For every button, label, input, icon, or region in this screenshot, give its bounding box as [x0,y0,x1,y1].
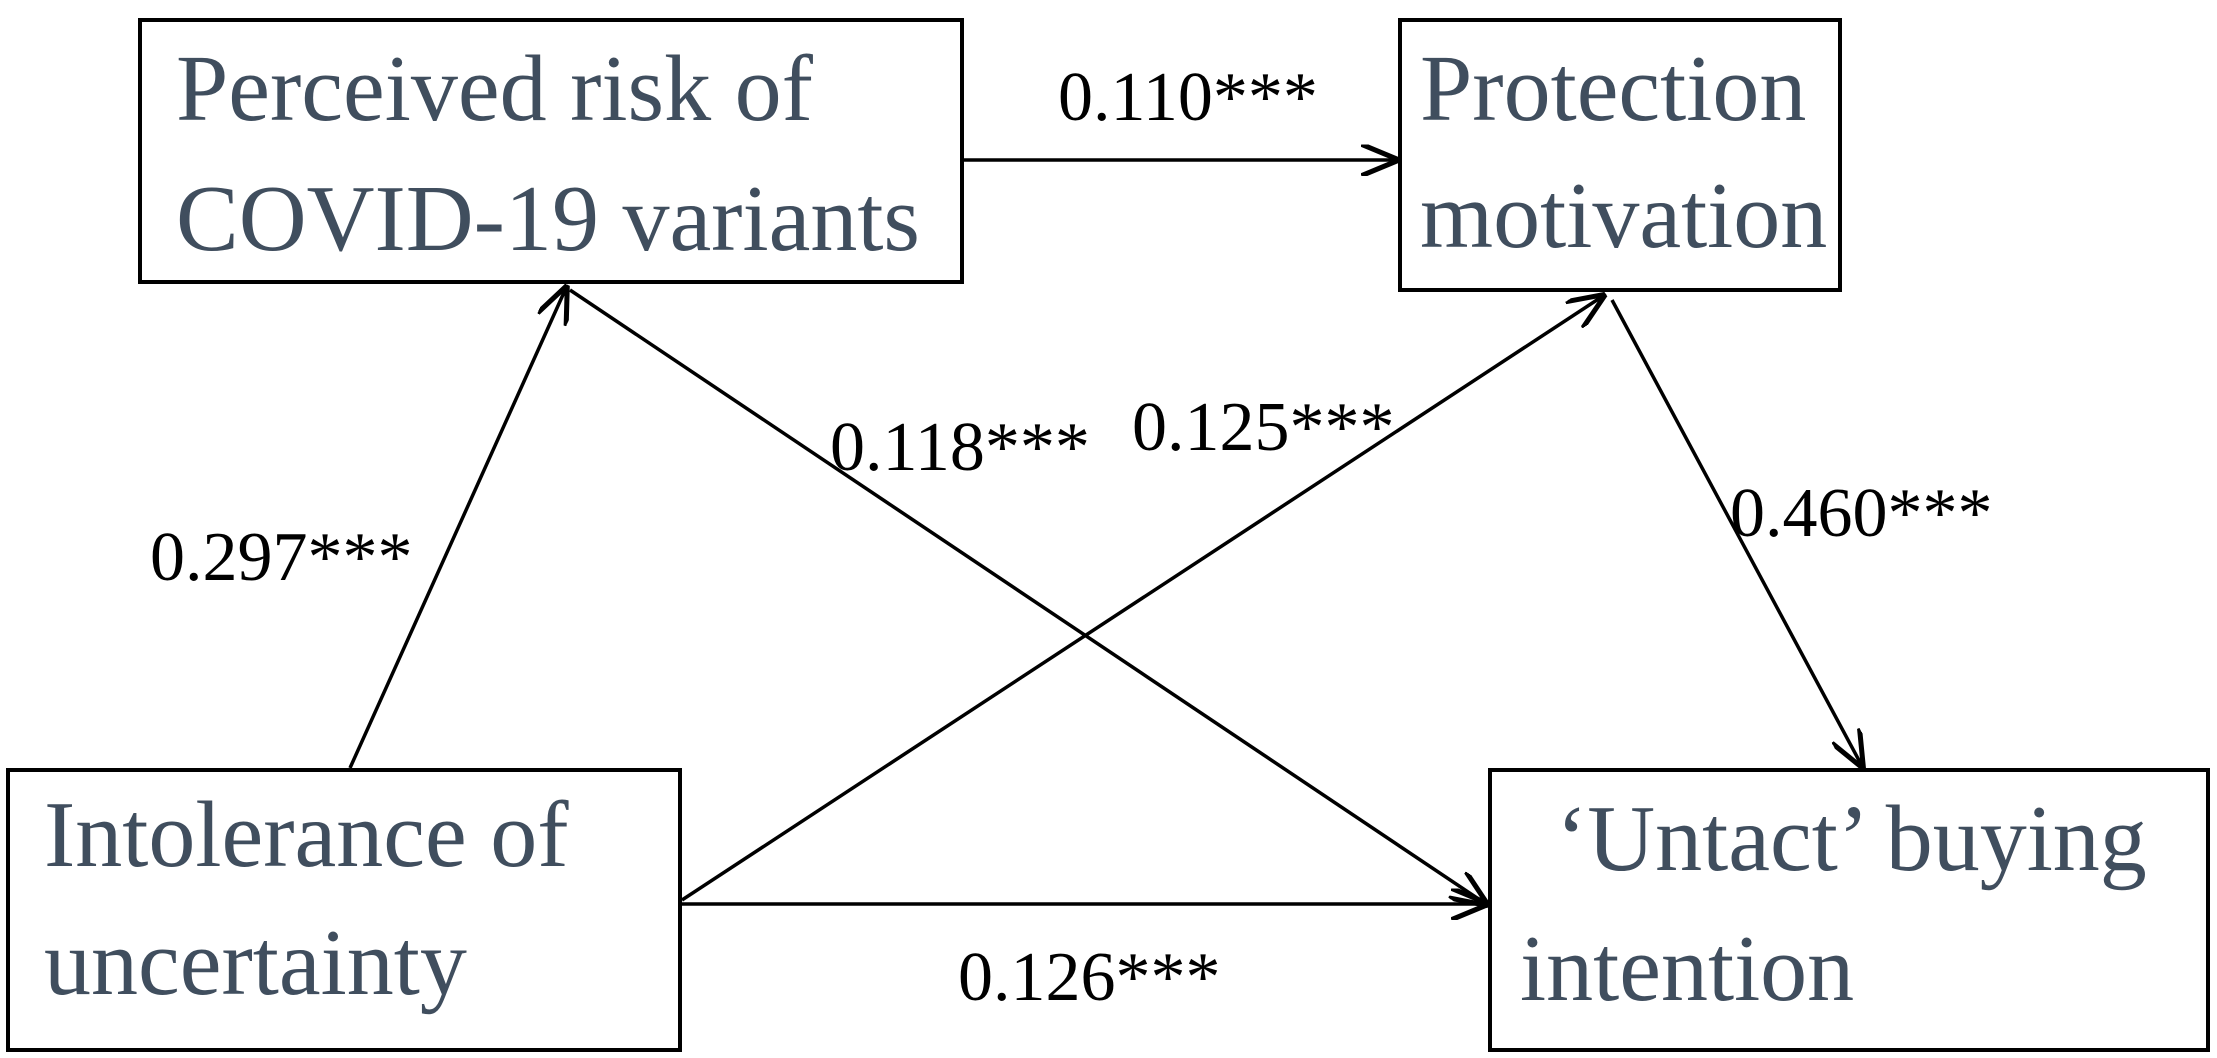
edge-labels: 0.110*** 0.118*** 0.125*** 0.460*** 0.29… [150,59,1993,1016]
edge-risk-to-untact-arrow [569,288,1486,904]
node-intolerance-box [6,768,682,1052]
node-protection-motivation: Protection motivation [1398,18,1842,292]
edge-intolerance-to-risk-arrow [348,288,566,769]
node-intolerance: Intolerance of uncertainty [6,768,682,1052]
node-perceived-risk-line1: Perceived risk of [176,37,814,141]
edges [348,160,1862,904]
node-protection-motivation-line2: motivation [1420,164,1827,268]
edge-intolerance-to-risk-label: 0.297*** [150,519,413,596]
node-untact: ‘Untact’ buying intention [1488,768,2210,1052]
edge-protection-to-untact-arrow [1610,299,1862,766]
node-perceived-risk-box [138,18,964,284]
node-untact-line1: ‘Untact’ buying [1556,787,2147,891]
edge-intolerance-to-protection-arrow [681,296,1603,902]
node-protection-motivation-box [1398,18,1842,292]
edge-risk-to-untact-label: 0.118*** [830,409,1090,486]
node-perceived-risk: Perceived risk of COVID-19 variants [138,18,964,284]
edge-risk-to-protection-label: 0.110*** [1058,59,1318,136]
node-perceived-risk-line2: COVID-19 variants [176,167,920,271]
edge-protection-to-untact-label: 0.460*** [1730,475,1993,552]
edge-intolerance-to-protection-label: 0.125*** [1132,389,1395,466]
node-intolerance-line1: Intolerance of [44,783,569,887]
node-protection-motivation-line1: Protection [1420,37,1806,141]
edge-intolerance-to-untact-label: 0.126*** [958,939,1221,1016]
node-untact-line2: intention [1520,917,1854,1021]
node-untact-box [1488,768,2210,1052]
node-intolerance-line2: uncertainty [44,911,467,1015]
